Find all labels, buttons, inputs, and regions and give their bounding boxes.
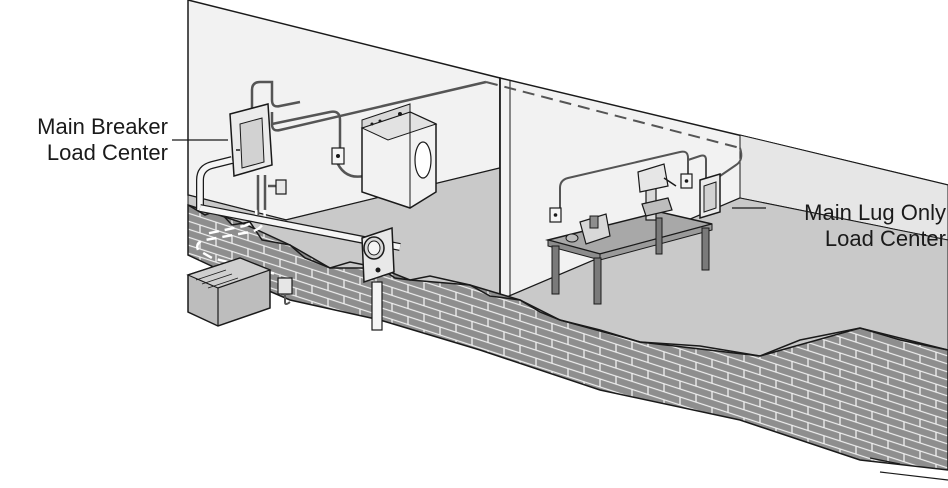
junction-box: [276, 180, 286, 194]
main-lug-label-line2: Load Center: [768, 226, 946, 252]
dryer-outlet: [332, 148, 344, 164]
main-lug-label: Main Lug Only Load Center: [768, 200, 946, 252]
main-breaker-panel: [230, 104, 272, 176]
main-breaker-label-line1: Main Breaker: [0, 114, 168, 140]
clothes-dryer: [362, 104, 436, 208]
main-breaker-label: Main Breaker Load Center: [0, 114, 168, 166]
right-outlet-2: [681, 174, 692, 188]
main-breaker-label-line2: Load Center: [0, 140, 168, 166]
outdoor-unit: [188, 258, 270, 326]
main-lug-label-line1: Main Lug Only: [768, 200, 946, 226]
main-lug-panel: [700, 174, 720, 218]
right-outlet-1: [550, 208, 561, 222]
